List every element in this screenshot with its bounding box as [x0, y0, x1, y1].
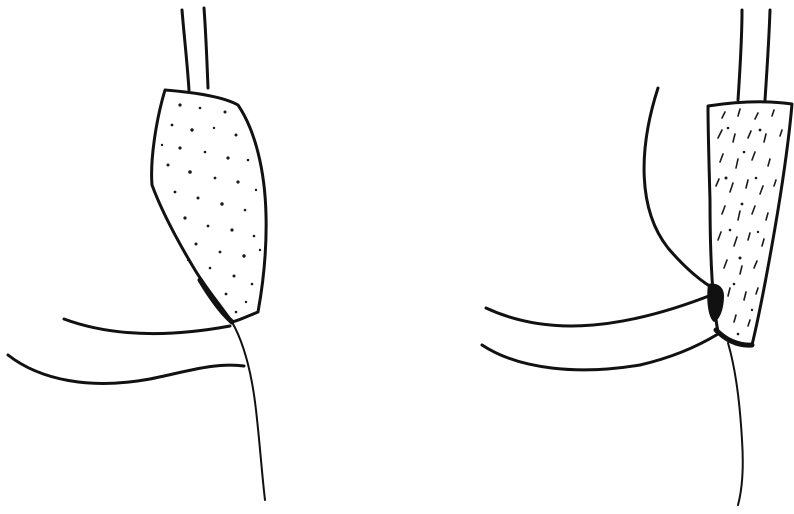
right-trunk	[728, 343, 743, 505]
right-trap-stipple	[725, 127, 762, 336]
right-junction-blot	[707, 284, 724, 323]
left-arm-lower	[8, 355, 244, 383]
right-arm-upper	[486, 294, 714, 326]
right-wire-1	[738, 10, 742, 100]
right-left-arc	[644, 88, 716, 290]
right-figure	[482, 10, 792, 505]
left-blob-stipple	[161, 103, 261, 313]
left-trunk	[232, 322, 265, 500]
right-trap-hatching	[716, 109, 782, 326]
left-wire-1	[182, 10, 189, 90]
right-wire-2	[765, 10, 770, 100]
left-blob-outline	[152, 90, 267, 322]
right-trap-base	[716, 330, 752, 345]
left-arm-upper	[64, 319, 230, 334]
left-wire-2	[204, 8, 208, 88]
left-blob-base	[200, 280, 232, 322]
left-figure	[8, 8, 266, 500]
right-arm-lower	[482, 334, 718, 370]
